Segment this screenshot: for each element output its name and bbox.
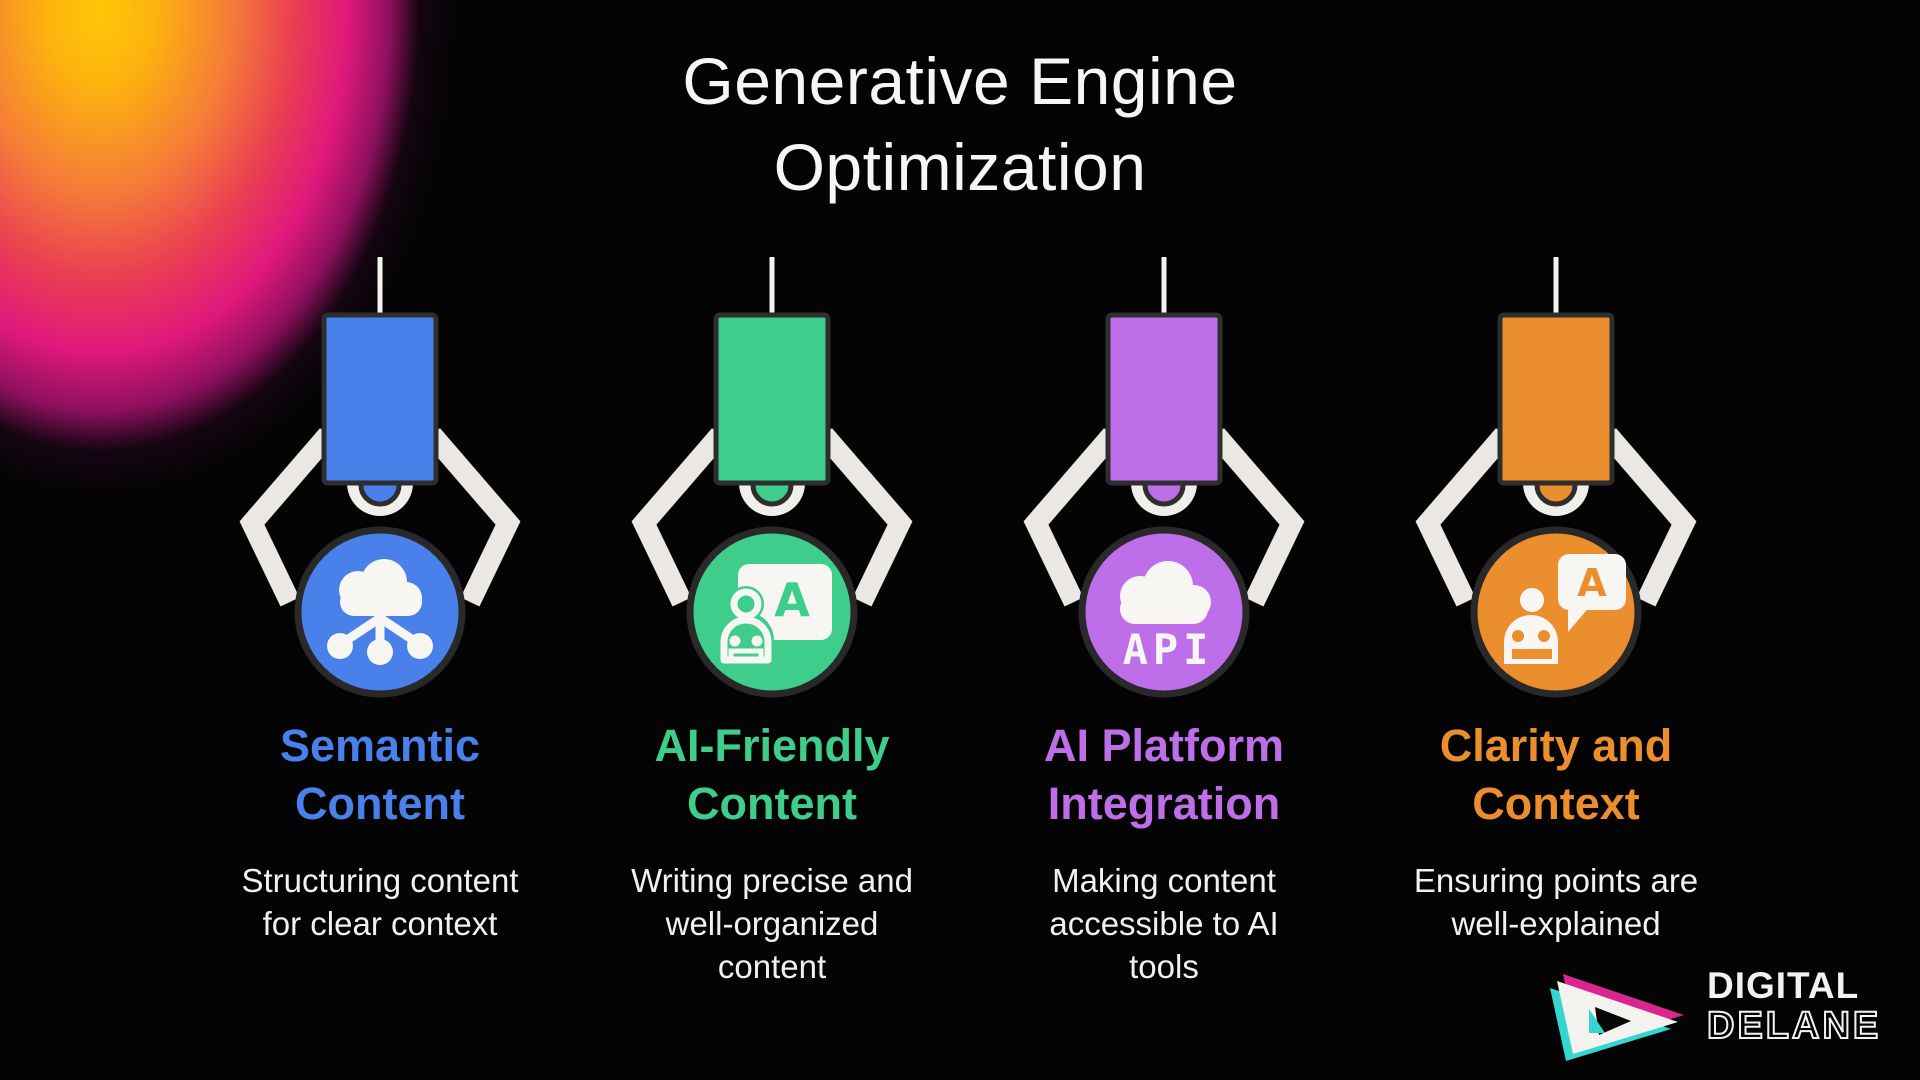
claw-body — [713, 312, 831, 486]
claw-left-arm — [1023, 428, 1120, 607]
column-heading: AI-Friendly Content — [654, 720, 890, 829]
claw-machine-graphic — [239, 257, 521, 698]
logo-inner-cutout — [1595, 1007, 1631, 1035]
claw-body — [1497, 312, 1615, 486]
column-heading: AI Platform Integration — [1043, 720, 1285, 829]
icon-letter-a: A — [1577, 561, 1607, 605]
brand-line-digital: DIGITAL — [1707, 965, 1860, 1006]
column-heading: Semantic Content — [279, 720, 481, 829]
cloud-network-icon — [327, 559, 433, 665]
column-ai-friendly-content: A AI-Friendly Content Writing precise an… — [576, 255, 968, 1080]
claw-machine-graphic: A — [631, 257, 913, 698]
page-title: Generative Engine Optimization — [0, 38, 1920, 210]
column-description: Writing precise and well-organized conte… — [631, 862, 913, 985]
brand-line-delane: DELANE — [1706, 1004, 1882, 1048]
brand-logo: DIGITAL DELANE — [1545, 955, 1917, 1067]
claw-left-arm — [1415, 428, 1512, 607]
page-title-line1: Generative Engine — [682, 44, 1238, 118]
claw-body — [1105, 312, 1223, 486]
claw-machine-graphic: API — [1023, 257, 1305, 698]
robot-chat-icon: A — [1504, 554, 1626, 664]
column-description: Making content accessible to AI tools — [1049, 862, 1279, 985]
column-heading: Clarity and Context — [1439, 720, 1673, 829]
icon-label-api: API — [1123, 625, 1214, 674]
claw-right-arm — [1208, 428, 1305, 607]
cloud-api-icon: API — [1120, 561, 1214, 674]
claw-cable — [377, 257, 383, 317]
column-description: Ensuring points are well-explained — [1413, 862, 1699, 942]
brand-wordmark: DIGITAL DELANE — [1706, 965, 1917, 1048]
claw-right-arm — [424, 428, 521, 607]
claw-left-arm — [631, 428, 728, 607]
claw-cable — [769, 257, 775, 317]
column-ai-platform-integration: API AI Platform Integration Making conte… — [968, 255, 1360, 1080]
robot-presenting-icon: A — [718, 564, 832, 666]
claw-right-arm — [1600, 428, 1697, 607]
icon-letter-a: A — [774, 573, 810, 627]
claw-cable — [1553, 257, 1559, 317]
claw-machine-graphic: A — [1415, 257, 1697, 698]
column-clarity-and-context: A Clarity and Context Ensuring points ar… — [1360, 255, 1752, 1080]
claw-body — [321, 312, 439, 486]
column-semantic-content: Semantic Content Structuring content for… — [184, 255, 576, 1080]
claw-right-arm — [816, 428, 913, 607]
claw-cable — [1161, 257, 1167, 317]
logo-inner-cyan-triangle — [1589, 1009, 1605, 1033]
page-title-line2: Optimization — [773, 130, 1147, 204]
claw-left-arm — [239, 428, 336, 607]
column-description: Structuring content for clear context — [241, 862, 519, 942]
paper-plane-logo-icon — [1550, 974, 1684, 1061]
